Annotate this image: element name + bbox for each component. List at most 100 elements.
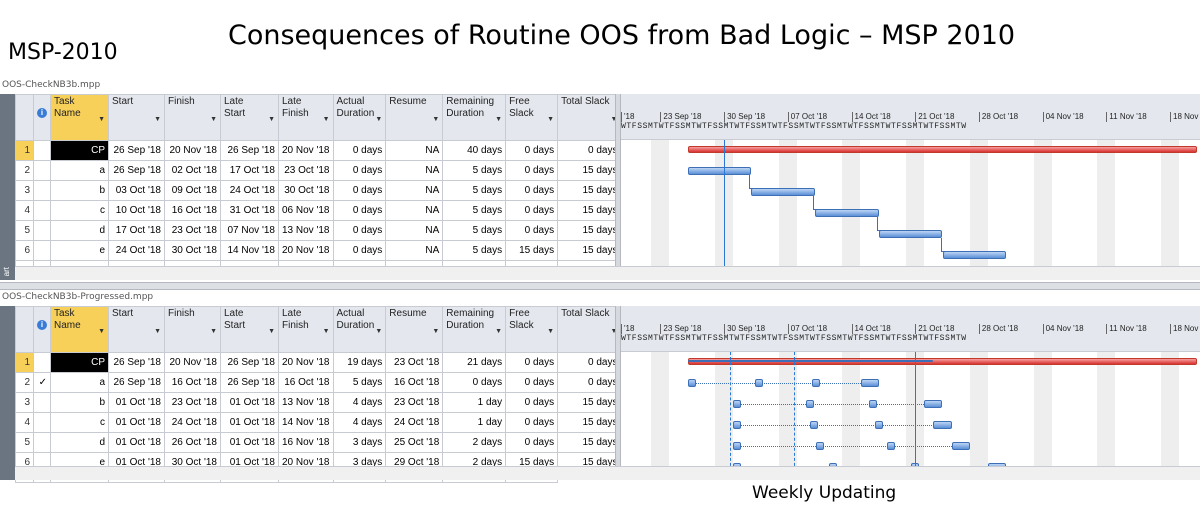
cell-finish[interactable]: 23 Oct '18	[164, 392, 221, 413]
cell-free-slack[interactable]: 0 days	[505, 392, 559, 413]
cell-remaining-duration[interactable]: 5 days	[442, 200, 507, 221]
dropdown-arrow-icon[interactable]: ▼	[322, 116, 330, 123]
cell-actual-duration[interactable]: 5 days	[332, 372, 387, 393]
dropdown-arrow-icon[interactable]: ▼	[610, 328, 618, 335]
cell-finish[interactable]: 02 Oct '18	[164, 160, 221, 181]
cell-resume[interactable]: 23 Oct '18	[385, 392, 444, 413]
row-id[interactable]: 4	[15, 412, 34, 433]
cell-late-start[interactable]: 07 Nov '18	[220, 220, 279, 241]
cell-finish[interactable]: 26 Oct '18	[164, 432, 221, 453]
cell-late-finish[interactable]: 20 Nov '18	[278, 352, 334, 373]
cell-total-slack[interactable]: 15 days	[557, 432, 622, 453]
dropdown-arrow-icon[interactable]: ▼	[154, 116, 161, 123]
task-bar-segment[interactable]	[924, 400, 943, 408]
cell-late-start[interactable]: 01 Oct '18	[220, 412, 279, 433]
dropdown-arrow-icon[interactable]: ▼	[375, 328, 383, 335]
pane-divider[interactable]	[0, 282, 1200, 290]
cell-free-slack[interactable]: 15 days	[505, 240, 559, 261]
cell-late-finish[interactable]: 16 Nov '18	[278, 432, 334, 453]
cell-late-finish[interactable]: 20 Nov '18	[278, 240, 334, 261]
top-horizontal-scrollbar[interactable]	[15, 266, 1200, 280]
cell-late-start[interactable]: 26 Sep '18	[220, 140, 279, 161]
cell-name[interactable]: c	[50, 412, 109, 433]
cell-resume[interactable]: NA	[385, 240, 444, 261]
column-header-late-finish[interactable]: Late Finish▼	[278, 306, 334, 353]
row-id[interactable]: 5	[15, 432, 34, 453]
task-bar[interactable]	[751, 188, 816, 196]
cell-total-slack[interactable]: 0 days	[557, 140, 622, 161]
cell-late-start[interactable]: 24 Oct '18	[220, 180, 279, 201]
cell-late-finish[interactable]: 14 Nov '18	[278, 412, 334, 433]
dropdown-arrow-icon[interactable]: ▼	[98, 116, 105, 123]
cell-late-finish[interactable]: 06 Nov '18	[278, 200, 334, 221]
critical-path-bar[interactable]	[687, 146, 1198, 153]
cell-actual-duration[interactable]: 0 days	[332, 220, 387, 241]
task-bar-segment[interactable]	[811, 379, 820, 387]
cell-name[interactable]: b	[50, 392, 109, 413]
cell-resume[interactable]: 25 Oct '18	[385, 432, 444, 453]
cell-free-slack[interactable]: 0 days	[505, 352, 559, 373]
cell-free-slack[interactable]: 0 days	[505, 432, 559, 453]
column-header-late-start[interactable]: Late Start▼	[220, 306, 279, 353]
dropdown-arrow-icon[interactable]: ▼	[375, 116, 383, 123]
cell-actual-duration[interactable]: 0 days	[332, 140, 387, 161]
cell-start[interactable]: 26 Sep '18	[108, 352, 165, 373]
cell-free-slack[interactable]: 0 days	[505, 160, 559, 181]
column-header-actual-duration[interactable]: Actual Duration▼	[332, 94, 387, 141]
dropdown-arrow-icon[interactable]: ▼	[610, 116, 618, 123]
cell-remaining-duration[interactable]: 5 days	[442, 160, 507, 181]
cell-late-finish[interactable]: 16 Oct '18	[278, 372, 334, 393]
cell-finish[interactable]: 30 Oct '18	[164, 240, 221, 261]
dropdown-arrow-icon[interactable]: ▼	[210, 328, 217, 335]
cell-start[interactable]: 17 Oct '18	[108, 220, 165, 241]
cell-total-slack[interactable]: 0 days	[557, 372, 622, 393]
cell-start[interactable]: 03 Oct '18	[108, 180, 165, 201]
dropdown-arrow-icon[interactable]: ▼	[547, 116, 555, 123]
column-header-total-slack[interactable]: Total Slack▼	[557, 94, 622, 141]
task-bar[interactable]	[942, 251, 1007, 259]
cell-remaining-duration[interactable]: 1 day	[442, 412, 507, 433]
task-bar-segment[interactable]	[933, 421, 952, 429]
cell-resume[interactable]: 23 Oct '18	[385, 352, 444, 373]
dropdown-arrow-icon[interactable]: ▼	[210, 116, 217, 123]
column-header-resume[interactable]: Resume▼	[385, 94, 444, 141]
task-bar-segment[interactable]	[733, 421, 742, 429]
cell-name[interactable]: a	[50, 160, 109, 181]
dropdown-arrow-icon[interactable]: ▼	[432, 116, 440, 123]
cell-actual-duration[interactable]: 0 days	[332, 240, 387, 261]
cell-start[interactable]: 26 Sep '18	[108, 140, 165, 161]
cell-name[interactable]: CP	[50, 140, 109, 161]
cell-late-start[interactable]: 26 Sep '18	[220, 372, 279, 393]
cell-start[interactable]: 24 Oct '18	[108, 240, 165, 261]
cell-resume[interactable]: NA	[385, 200, 444, 221]
cell-name[interactable]: a	[50, 372, 109, 393]
cell-free-slack[interactable]: 0 days	[505, 412, 559, 433]
column-header-remaining-duration[interactable]: Remaining Duration▼	[442, 94, 507, 141]
cell-late-finish[interactable]: 23 Oct '18	[278, 160, 334, 181]
cell-finish[interactable]: 20 Nov '18	[164, 140, 221, 161]
cell-late-finish[interactable]: 30 Oct '18	[278, 180, 334, 201]
task-bar-segment[interactable]	[860, 379, 879, 387]
table-chart-splitter[interactable]	[615, 306, 621, 480]
column-header-start[interactable]: Start▼	[108, 94, 165, 141]
cell-resume[interactable]: 16 Oct '18	[385, 372, 444, 393]
task-bar-segment[interactable]	[869, 400, 878, 408]
select-all-corner[interactable]	[15, 94, 34, 141]
cell-late-start[interactable]: 31 Oct '18	[220, 200, 279, 221]
cell-finish[interactable]: 20 Nov '18	[164, 352, 221, 373]
cell-start[interactable]: 10 Oct '18	[108, 200, 165, 221]
select-all-corner[interactable]	[15, 306, 34, 353]
cell-remaining-duration[interactable]: 2 days	[442, 432, 507, 453]
task-bar-segment[interactable]	[809, 421, 818, 429]
dropdown-arrow-icon[interactable]: ▼	[98, 328, 105, 335]
cell-resume[interactable]: NA	[385, 160, 444, 181]
cell-remaining-duration[interactable]: 5 days	[442, 240, 507, 261]
task-bar-segment[interactable]	[951, 442, 970, 450]
cell-late-finish[interactable]: 13 Nov '18	[278, 220, 334, 241]
